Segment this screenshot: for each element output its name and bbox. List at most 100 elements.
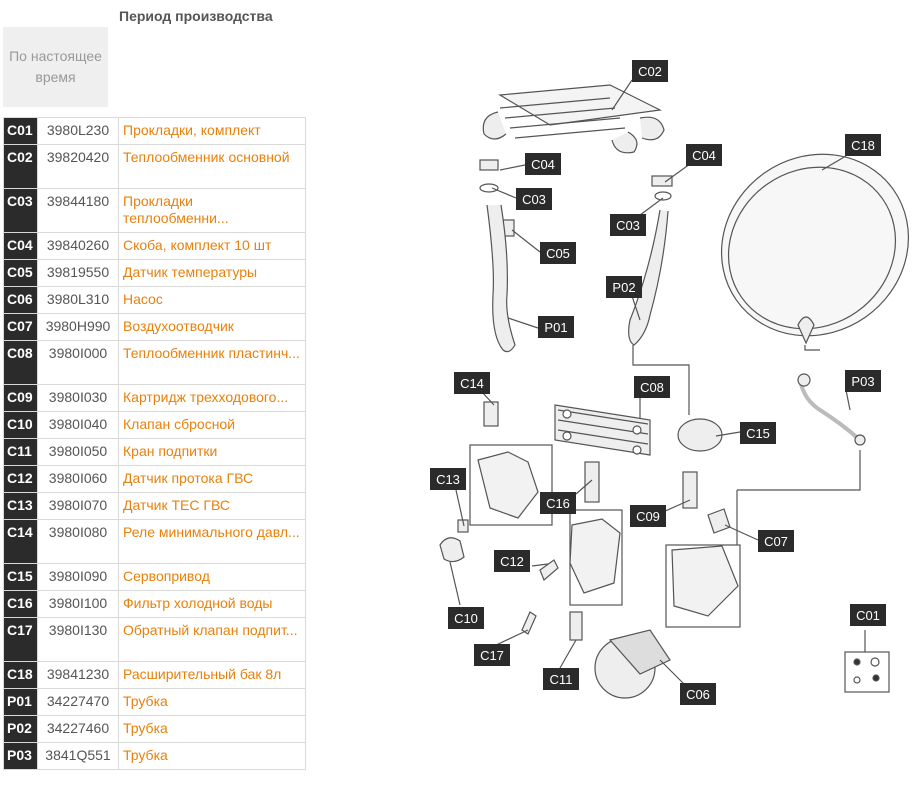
part-name-link[interactable]: Клапан сбросной	[123, 416, 236, 432]
diagram-label-c18[interactable]: C18	[845, 134, 881, 156]
part-name-link[interactable]: Скоба, комплект 10 шт	[123, 237, 272, 253]
part-number: 3980I050	[37, 438, 119, 466]
diagram-label-c07[interactable]: C07	[758, 530, 794, 552]
part-number: 39840260	[37, 232, 119, 260]
diagram-label-text: C12	[500, 554, 524, 569]
part-name-link[interactable]: Теплообменник основной	[123, 149, 290, 165]
part-code: P03	[3, 742, 38, 770]
part-name-link[interactable]: Прокладки, комплект	[123, 122, 261, 138]
diagram-label-c11[interactable]: C11	[543, 668, 579, 690]
part-number: 3980I060	[37, 465, 119, 493]
part-code: C13	[3, 492, 38, 520]
diagram-label-text: C07	[764, 534, 788, 549]
diagram-label-c15[interactable]: C15	[740, 422, 776, 444]
part-name-link[interactable]: Картридж трехходового...	[123, 389, 289, 405]
diagram-label-c08[interactable]: C08	[634, 376, 670, 398]
diagram-label-c03[interactable]: C03	[516, 188, 552, 210]
part-name-link[interactable]: Насос	[123, 291, 163, 307]
diagram-label-text: P03	[851, 374, 874, 389]
diagram-label-c17[interactable]: C17	[474, 644, 510, 666]
part-code: C07	[3, 313, 38, 341]
part-code: P01	[3, 688, 38, 716]
diagram-label-c01[interactable]: C01	[850, 604, 886, 626]
diagram-label-text: C11	[550, 672, 573, 687]
part-number: 3980I100	[37, 590, 119, 618]
part-code: P02	[3, 715, 38, 743]
diagram-label-text: C13	[436, 472, 460, 487]
part-name-link[interactable]: Трубка	[123, 693, 168, 709]
part-name-link[interactable]: Датчик ТЕС ГВС	[123, 497, 230, 513]
part-number: 3980I070	[37, 492, 119, 520]
diagram-label-text: C02	[638, 64, 662, 79]
part-name-link[interactable]: Трубка	[123, 747, 168, 763]
part-number: 3980L310	[37, 286, 119, 314]
diagram-label-p03[interactable]: P03	[845, 370, 881, 392]
part-number: 3980I000	[37, 340, 119, 385]
heat-exchanger-drawing	[482, 84, 665, 154]
diagram-label-text: C01	[856, 608, 880, 623]
diagram-label-c12[interactable]: C12	[494, 550, 530, 572]
diagram-label-text: C16	[546, 496, 570, 511]
part-number: 3980I130	[37, 617, 119, 662]
part-name-link[interactable]: Датчик температуры	[123, 264, 258, 280]
part-number: 3980L230	[37, 117, 119, 145]
part-name-link[interactable]: Трубка	[123, 720, 168, 736]
diagram-label-c09[interactable]: C09	[630, 505, 666, 527]
part-number: 34227470	[37, 688, 119, 716]
part-name-link[interactable]: Расширительный бак 8л	[123, 666, 282, 682]
part-code: C01	[3, 117, 38, 145]
diagram-label-text: C04	[531, 157, 555, 172]
diagram-label-text: C06	[686, 687, 710, 702]
part-code: C18	[3, 661, 38, 689]
part-name-link[interactable]: Обратный клапан подпит...	[123, 622, 298, 638]
period-current-badge[interactable]: По настоящее время	[3, 27, 108, 107]
part-name-link[interactable]: Фильтр холодной воды	[123, 595, 273, 611]
part-code: C04	[3, 232, 38, 260]
part-code: C05	[3, 259, 38, 287]
diagram-label-p02[interactable]: P02	[606, 276, 642, 298]
part-name-link[interactable]: Реле минимального давл...	[123, 524, 300, 540]
part-number: 3980I040	[37, 411, 119, 439]
part-number: 3841Q551	[37, 742, 119, 770]
part-name-link[interactable]: Теплообменник пластинч...	[123, 345, 300, 361]
part-name-link[interactable]: Сервопривод	[123, 568, 210, 584]
part-number: 39819550	[37, 259, 119, 287]
part-code: C16	[3, 590, 38, 618]
part-number: 3980I030	[37, 384, 119, 412]
part-code: C17	[3, 617, 38, 662]
diagram-label-c04[interactable]: C04	[686, 144, 722, 166]
diagram-label-text: C14	[460, 376, 484, 391]
diagram-label-c04[interactable]: C04	[525, 153, 561, 175]
diagram-label-p01[interactable]: P01	[538, 316, 574, 338]
part-code: C10	[3, 411, 38, 439]
part-name-link[interactable]: Кран подпитки	[123, 443, 218, 459]
diagram-label-c14[interactable]: C14	[454, 372, 490, 394]
diagram-label-c02[interactable]: C02	[632, 60, 668, 82]
diagram-label-text: C03	[522, 192, 546, 207]
diagram-label-c10[interactable]: C10	[448, 607, 484, 629]
part-number: 3980I080	[37, 519, 119, 564]
diagram-label-c05[interactable]: C05	[540, 242, 576, 264]
part-name-link[interactable]: Датчик протока ГВС	[123, 470, 254, 486]
part-name-link[interactable]: Воздухоотводчик	[123, 318, 234, 334]
diagram-label-text: C05	[546, 246, 570, 261]
diagram-label-c13[interactable]: C13	[430, 468, 466, 490]
diagram-label-c06[interactable]: C06	[680, 683, 716, 705]
diagram-label-text: C04	[692, 148, 716, 163]
part-code: C09	[3, 384, 38, 412]
diagram-label-c03[interactable]: C03	[610, 214, 646, 236]
diagram-label-c16[interactable]: C16	[540, 492, 576, 514]
part-name-link[interactable]: Прокладки теплообменни...	[123, 193, 229, 226]
